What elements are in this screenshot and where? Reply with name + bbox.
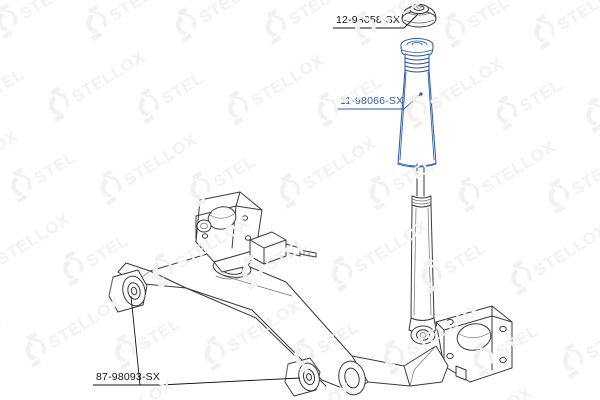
callout-label-dust-boot: 11-98066-SX: [340, 95, 403, 107]
callout-label-arm-bushings: 87-98093-SX: [96, 371, 160, 383]
upper-strut-mount: [401, 3, 437, 28]
shock-lower-bracket: [435, 305, 513, 383]
callout-leaders: [93, 13, 422, 386]
shock-dust-boot: [397, 37, 437, 168]
torsion-beam-axle: [117, 251, 449, 393]
callout-label-top-mount: 12-98058-SX: [336, 14, 400, 26]
shock-absorber-body: [408, 163, 437, 345]
trailing-arm-left: [195, 191, 317, 273]
